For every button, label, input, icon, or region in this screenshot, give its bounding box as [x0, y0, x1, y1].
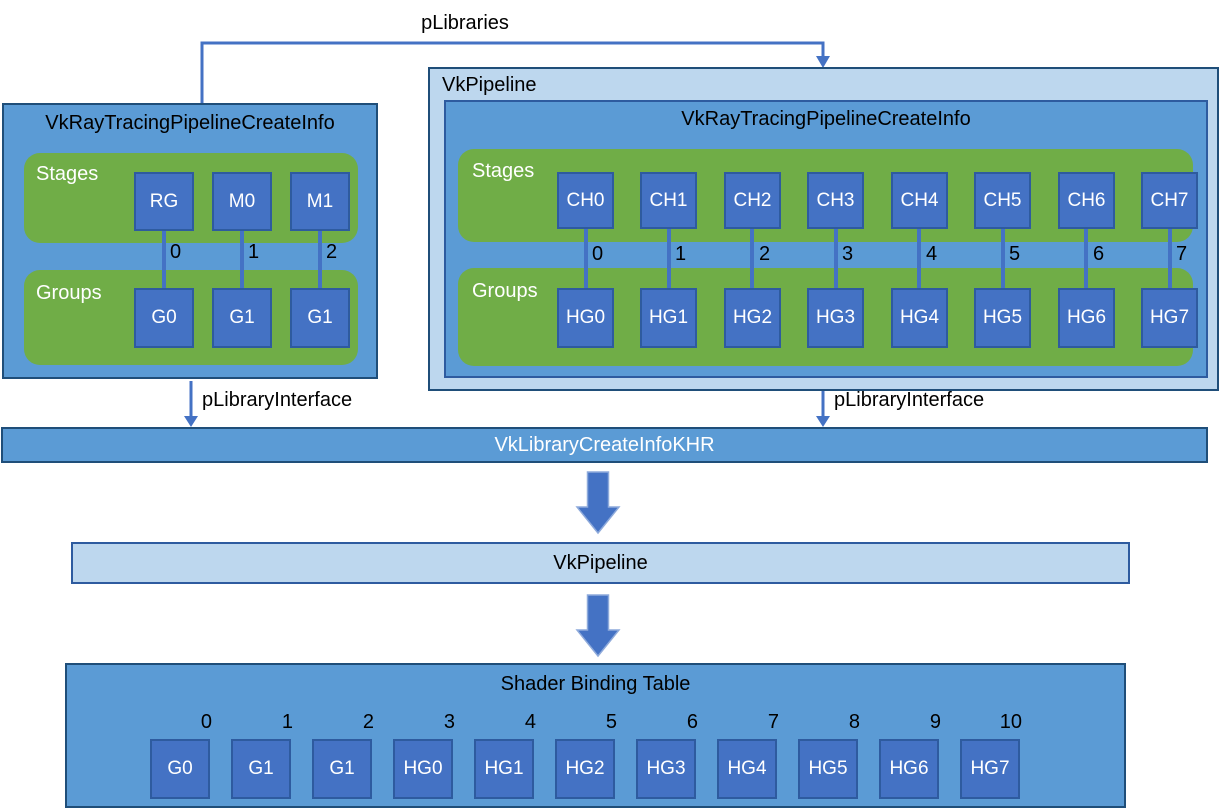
- down-block-arrow-icon: [575, 471, 621, 535]
- stage-group-connector: [1168, 229, 1172, 288]
- sbt-index-label: 0: [200, 711, 212, 733]
- sbt-group-square: HG6: [879, 739, 939, 799]
- sbt-index-label: 10: [999, 711, 1022, 733]
- right-group-square: HG3: [807, 288, 864, 348]
- right-group-index-label: 4: [926, 243, 938, 265]
- result-vkpipeline-bar: VkPipeline: [71, 542, 1130, 584]
- sbt-group-square: HG1: [474, 739, 534, 799]
- right-group-index-label: 3: [842, 243, 854, 265]
- left-stage-square: M1: [290, 172, 350, 231]
- right-stage-square: CH6: [1058, 172, 1115, 229]
- right-stage-square: CH0: [557, 172, 614, 229]
- sbt-index-label: 3: [443, 711, 455, 733]
- library-createinfo-bar: VkLibraryCreateInfoKHR: [1, 427, 1208, 463]
- right-group-index-label: 0: [592, 243, 604, 265]
- stage-group-connector: [1084, 229, 1088, 288]
- sbt-group-square: HG5: [798, 739, 858, 799]
- sbt-index-label: 6: [686, 711, 698, 733]
- left-interface-label: pLibraryInterface: [202, 389, 353, 411]
- stage-group-connector: [1001, 229, 1005, 288]
- right-group-index-label: 2: [759, 243, 771, 265]
- left-stage-square: M0: [212, 172, 272, 231]
- right-group-index-label: 5: [1009, 243, 1021, 265]
- right-group-square: HG2: [724, 288, 781, 348]
- right-group-square: HG6: [1058, 288, 1115, 348]
- right-stage-square: CH1: [640, 172, 697, 229]
- right-stages-label: Stages: [472, 160, 535, 182]
- left-group-index-label: 2: [326, 241, 338, 263]
- stage-group-connector: [834, 229, 838, 288]
- left-interface-arrowhead-icon: [184, 416, 198, 427]
- right-group-index-label: 1: [675, 243, 687, 265]
- left-group-square: G1: [212, 288, 272, 348]
- right-stage-square: CH2: [724, 172, 781, 229]
- sbt-index-label: 2: [362, 711, 374, 733]
- sbt-index-label: 8: [848, 711, 860, 733]
- right-group-index-label: 6: [1093, 243, 1105, 265]
- result-vkpipeline-bar-label: VkPipeline: [553, 551, 648, 574]
- sbt-index-label: 9: [929, 711, 941, 733]
- shader-binding-table-title: Shader Binding Table: [500, 673, 691, 695]
- sbt-index-label: 5: [605, 711, 617, 733]
- left-group-square: G1: [290, 288, 350, 348]
- right-stage-square: CH7: [1141, 172, 1198, 229]
- plibraries-connector-line: [200, 41, 825, 103]
- sbt-index-label: 7: [767, 711, 779, 733]
- sbt-group-square: HG0: [393, 739, 453, 799]
- right-group-square: HG4: [891, 288, 948, 348]
- left-group-index-label: 1: [248, 241, 260, 263]
- left-groups-label: Groups: [36, 282, 102, 304]
- left-stages-label: Stages: [36, 163, 99, 185]
- right-interface-arrowhead-icon: [816, 416, 830, 427]
- stage-group-connector: [667, 229, 671, 288]
- stage-group-connector: [750, 229, 754, 288]
- sbt-group-square: G0: [150, 739, 210, 799]
- sbt-index-label: 4: [524, 711, 536, 733]
- sbt-group-square: HG2: [555, 739, 615, 799]
- stage-group-connector: [240, 231, 244, 288]
- sbt-index-label: 1: [281, 711, 293, 733]
- right-groups-label: Groups: [472, 280, 538, 302]
- stage-group-connector: [318, 231, 322, 288]
- sbt-group-square: HG3: [636, 739, 696, 799]
- down-block-arrow-icon: [575, 594, 621, 658]
- left-group-index-label: 0: [170, 241, 182, 263]
- sbt-group-square: G1: [231, 739, 291, 799]
- sbt-group-square: HG4: [717, 739, 777, 799]
- left-group-square: G0: [134, 288, 194, 348]
- right-vkpipeline-title: VkPipeline: [442, 74, 537, 96]
- right-interface-label: pLibraryInterface: [834, 389, 985, 411]
- stage-group-connector: [917, 229, 921, 288]
- right-stage-square: CH3: [807, 172, 864, 229]
- right-group-square: HG1: [640, 288, 697, 348]
- library-createinfo-bar-label: VkLibraryCreateInfoKHR: [494, 433, 715, 456]
- right-group-square: HG7: [1141, 288, 1198, 348]
- right-stage-square: CH4: [891, 172, 948, 229]
- stage-group-connector: [162, 231, 166, 288]
- left-box-title: VkRayTracingPipelineCreateInfo: [45, 112, 335, 134]
- right-group-square: HG0: [557, 288, 614, 348]
- right-stage-square: CH5: [974, 172, 1031, 229]
- plibraries-arrowhead-icon: [816, 56, 830, 68]
- right-group-square: HG5: [974, 288, 1031, 348]
- sbt-group-square: HG7: [960, 739, 1020, 799]
- left-stage-square: RG: [134, 172, 194, 231]
- right-createinfo-title: VkRayTracingPipelineCreateInfo: [681, 108, 971, 130]
- stage-group-connector: [584, 229, 588, 288]
- right-group-index-label: 7: [1176, 243, 1188, 265]
- plibraries-label: pLibraries: [421, 12, 509, 34]
- sbt-group-square: G1: [312, 739, 372, 799]
